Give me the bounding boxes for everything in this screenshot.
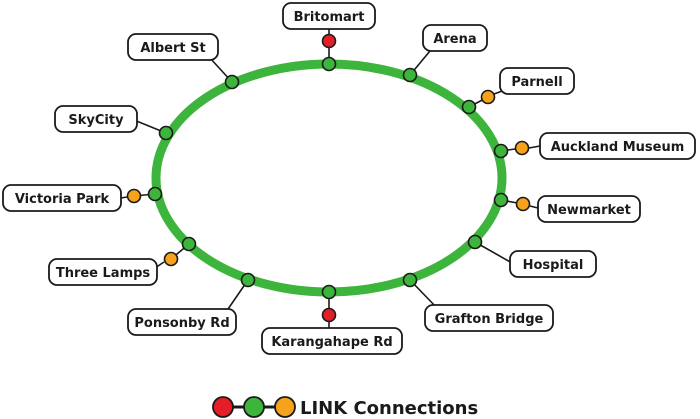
station-marker-albert-st — [224, 74, 240, 90]
stop-britomart: Britomart — [282, 2, 376, 72]
stop-label-box-karangahape-rd — [261, 327, 403, 355]
station-marker-victoria-park — [147, 186, 163, 202]
leader-line-victoria-park — [120, 196, 128, 199]
stop-label-karangahape-rd: Karangahape Rd — [271, 335, 392, 350]
stop-label-box-three-lamps — [48, 258, 158, 286]
stop-label-box-parnell — [499, 67, 575, 95]
stop-label-skycity: SkyCity — [68, 113, 124, 128]
connection-marker-three-lamps — [163, 251, 179, 267]
stop-karangahape-rd: Karangahape Rd — [261, 284, 403, 355]
connection-marker-victoria-park — [126, 188, 142, 204]
stop-three-lamps: Three Lamps — [48, 236, 197, 286]
stop-grafton-bridge: Grafton Bridge — [402, 272, 554, 332]
stop-label-box-auckland-museum — [539, 132, 696, 160]
stop-newmarket: Newmarket — [493, 192, 641, 223]
stop-label-box-albert-st — [127, 33, 219, 61]
stop-label-box-ponsonby-rd — [127, 308, 237, 336]
stop-label-box-britomart — [282, 2, 376, 30]
stop-arena: Arena — [402, 24, 488, 83]
station-marker-three-lamps — [181, 236, 197, 252]
legend-dot-red — [212, 396, 234, 418]
stop-label-hospital: Hospital — [523, 258, 584, 273]
stop-label-box-hospital — [509, 250, 597, 278]
station-marker-newmarket — [493, 192, 509, 208]
stop-label-parnell: Parnell — [511, 75, 562, 90]
stop-label-ponsonby-rd: Ponsonby Rd — [134, 316, 229, 331]
stop-victoria-park: Victoria Park — [2, 184, 163, 212]
stop-label-box-skycity — [54, 105, 138, 133]
stop-ponsonby-rd: Ponsonby Rd — [127, 272, 256, 336]
legend-dot-orange — [274, 396, 296, 418]
connection-marker-karangahape-rd — [321, 307, 337, 323]
station-marker-parnell — [461, 99, 477, 115]
stop-auckland-museum: Auckland Museum — [493, 132, 696, 160]
link-loop-line — [151, 59, 507, 297]
legend-dot-green — [243, 396, 265, 418]
station-marker-ponsonby-rd — [240, 272, 256, 288]
connection-marker-parnell — [480, 89, 496, 105]
legend-label: LINK Connections — [300, 398, 478, 419]
station-marker-arena — [402, 67, 418, 83]
stop-label-victoria-park: Victoria Park — [15, 192, 110, 207]
stop-label-box-arena — [422, 24, 488, 52]
stop-label-box-victoria-park — [2, 184, 122, 212]
stop-label-arena: Arena — [433, 32, 476, 47]
stop-label-britomart: Britomart — [294, 10, 365, 25]
stop-label-box-grafton-bridge — [424, 304, 554, 332]
stop-label-newmarket: Newmarket — [547, 203, 631, 218]
station-marker-hospital — [467, 234, 483, 250]
connection-marker-britomart — [321, 33, 337, 49]
station-marker-britomart — [321, 56, 337, 72]
stop-hospital: Hospital — [467, 234, 597, 278]
stop-label-albert-st: Albert St — [140, 41, 205, 56]
station-marker-karangahape-rd — [321, 284, 337, 300]
leader-line-newmarket — [529, 205, 539, 209]
connection-marker-newmarket — [515, 196, 531, 212]
stop-label-box-newmarket — [537, 195, 641, 223]
stop-albert-st: Albert St — [127, 33, 240, 90]
station-marker-grafton-bridge — [402, 272, 418, 288]
stop-label-grafton-bridge: Grafton Bridge — [435, 312, 544, 327]
legend: LINK Connections — [212, 396, 478, 419]
stop-label-three-lamps: Three Lamps — [56, 266, 151, 281]
station-marker-skycity — [158, 125, 174, 141]
leader-line-auckland-museum — [528, 145, 541, 149]
stop-skycity: SkyCity — [54, 105, 174, 141]
connection-marker-auckland-museum — [514, 140, 530, 156]
station-marker-auckland-museum — [493, 143, 509, 159]
stop-parnell: Parnell — [461, 67, 575, 115]
stop-label-auckland-museum: Auckland Museum — [551, 140, 685, 155]
